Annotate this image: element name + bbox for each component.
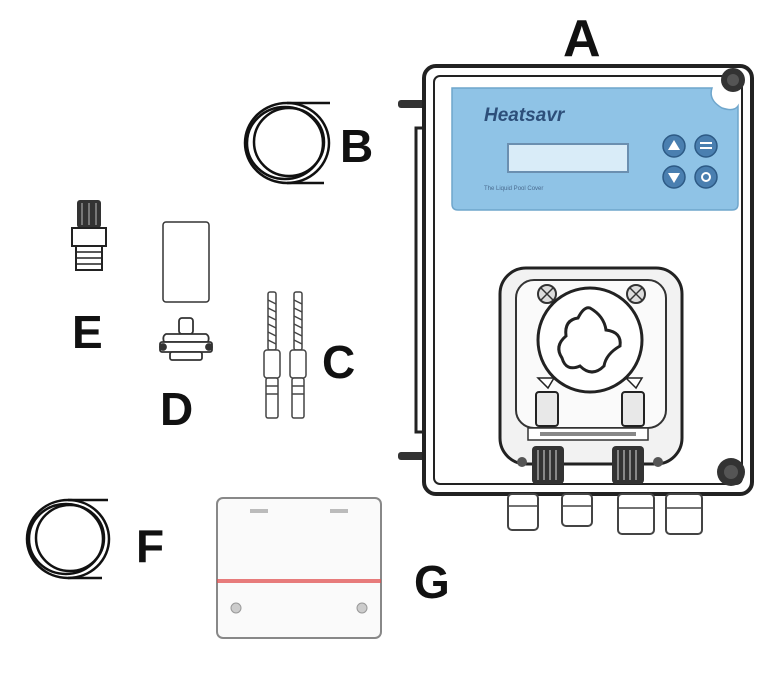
mounting-bracket xyxy=(216,497,382,639)
red-band xyxy=(217,579,381,583)
coiled-tube-f xyxy=(25,498,111,580)
rivet-icon xyxy=(517,457,527,467)
injection-fitting xyxy=(71,200,107,271)
brand-tagline: The Liquid Pool Cover xyxy=(484,186,543,192)
keypad xyxy=(662,134,718,189)
peristaltic-pump xyxy=(498,266,684,466)
rivet-icon xyxy=(653,457,663,467)
housing-inner xyxy=(433,75,743,485)
enter-button-icon xyxy=(694,165,718,189)
rotor-icon xyxy=(557,306,622,374)
label-g: G xyxy=(414,556,450,608)
label-e: E xyxy=(72,306,103,358)
brand-logo: Heatsavr xyxy=(484,105,566,126)
lcd-display xyxy=(507,143,629,173)
instruction-card xyxy=(162,221,210,303)
menu-button-icon xyxy=(694,134,718,158)
label-c: C xyxy=(322,336,355,388)
tube-connector-right xyxy=(612,446,644,484)
label-a: A xyxy=(563,10,601,68)
coiled-tube-b xyxy=(243,101,331,185)
label-b: B xyxy=(340,120,373,172)
foot-valve xyxy=(159,317,213,361)
dosing-unit: Heatsavr The Liquid Pool Cover xyxy=(398,64,754,535)
cable-glands xyxy=(507,493,703,535)
tube-connector-left xyxy=(532,446,564,484)
label-d: D xyxy=(160,383,193,435)
wall-screws xyxy=(263,291,307,419)
label-f: F xyxy=(136,520,164,572)
